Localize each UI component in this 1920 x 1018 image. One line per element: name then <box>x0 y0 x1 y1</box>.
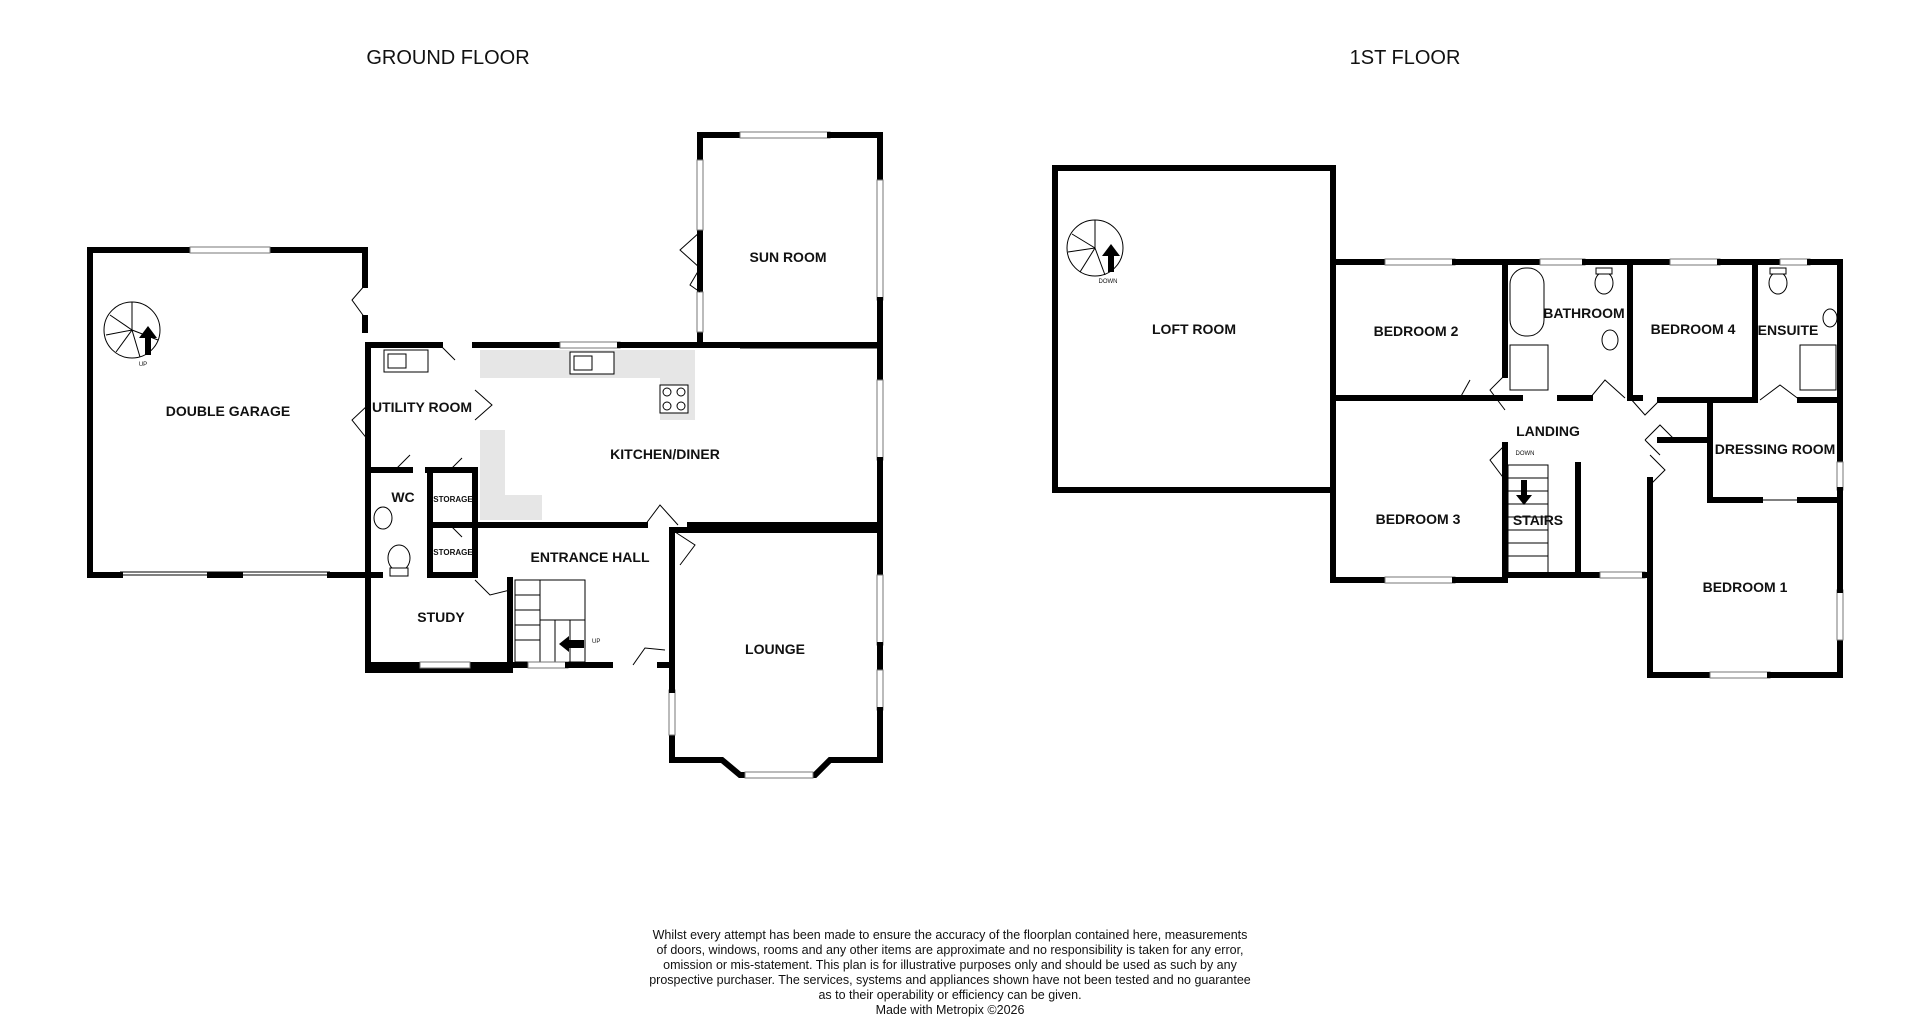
credit-line: Made with Metropix ©2026 <box>875 1003 1025 1017</box>
room-ensuite: ENSUITE <box>1758 322 1819 338</box>
landing-walls: DOWN <box>1457 379 1713 579</box>
room-kitchen-diner: KITCHEN/DINER <box>610 446 720 462</box>
room-bedroom-4: BEDROOM 4 <box>1651 321 1736 337</box>
disclaimer-line: of doors, windows, rooms and any other i… <box>656 943 1244 957</box>
loft-stair-down-label: DOWN <box>1099 279 1118 285</box>
room-bedroom-2: BEDROOM 2 <box>1374 323 1459 339</box>
room-landing: LANDING <box>1516 423 1580 439</box>
disclaimer: Whilst every attempt has been made to en… <box>600 928 1300 1018</box>
bathroom-walls <box>1489 258 1633 411</box>
room-bathroom: BATHROOM <box>1543 305 1624 321</box>
room-loft-room: LOFT ROOM <box>1152 321 1236 337</box>
room-utility-room: UTILITY ROOM <box>372 399 472 415</box>
ensuite-walls <box>1752 258 1843 403</box>
room-bedroom-1: BEDROOM 1 <box>1703 579 1788 595</box>
first-floor-plan: DOWN <box>1052 165 1844 679</box>
disclaimer-line: as to their operability or efficiency ca… <box>818 988 1082 1002</box>
kitchen-diner-walls <box>472 132 884 528</box>
dressing-room-walls <box>1707 397 1844 508</box>
hall-stairs: UP <box>514 579 600 663</box>
landing-stair-down-label: DOWN <box>1516 451 1535 457</box>
double-garage-walls <box>87 246 368 578</box>
ground-floor-title: GROUND FLOOR <box>366 47 529 69</box>
bedroom-1-walls <box>1647 454 1844 679</box>
room-study: STUDY <box>417 609 465 625</box>
bedroom-3-walls <box>1330 395 1508 584</box>
room-stairs: STAIRS <box>1513 512 1563 528</box>
room-entrance-hall: ENTRANCE HALL <box>531 549 650 565</box>
room-sun-room: SUN ROOM <box>750 249 827 265</box>
room-bedroom-3: BEDROOM 3 <box>1376 511 1461 527</box>
spiral-stair-garage: UP <box>103 301 161 368</box>
lounge-walls <box>668 527 884 779</box>
bedroom-4-walls <box>1627 258 1758 416</box>
room-storage-lower: STORAGE <box>433 548 473 557</box>
room-storage-upper: STORAGE <box>433 495 473 504</box>
room-double-garage: DOUBLE GARAGE <box>166 403 290 419</box>
room-wc: WC <box>391 489 414 505</box>
room-lounge: LOUNGE <box>745 641 805 657</box>
bedroom-2-walls <box>1330 258 1508 401</box>
study-walls <box>365 577 528 669</box>
first-floor-title: 1ST FLOOR <box>1350 47 1461 69</box>
disclaimer-line: prospective purchaser. The services, sys… <box>649 973 1251 987</box>
disclaimer-line: Whilst every attempt has been made to en… <box>652 928 1248 942</box>
disclaimer-line: omission or mis-statement. This plan is … <box>663 958 1237 972</box>
sun-room-walls <box>679 131 884 348</box>
ground-floor-plan: UP <box>87 131 884 779</box>
garage-stair-up-label: UP <box>139 362 147 368</box>
room-dressing-room: DRESSING ROOM <box>1715 441 1836 457</box>
hall-stair-up-label: UP <box>592 639 600 645</box>
